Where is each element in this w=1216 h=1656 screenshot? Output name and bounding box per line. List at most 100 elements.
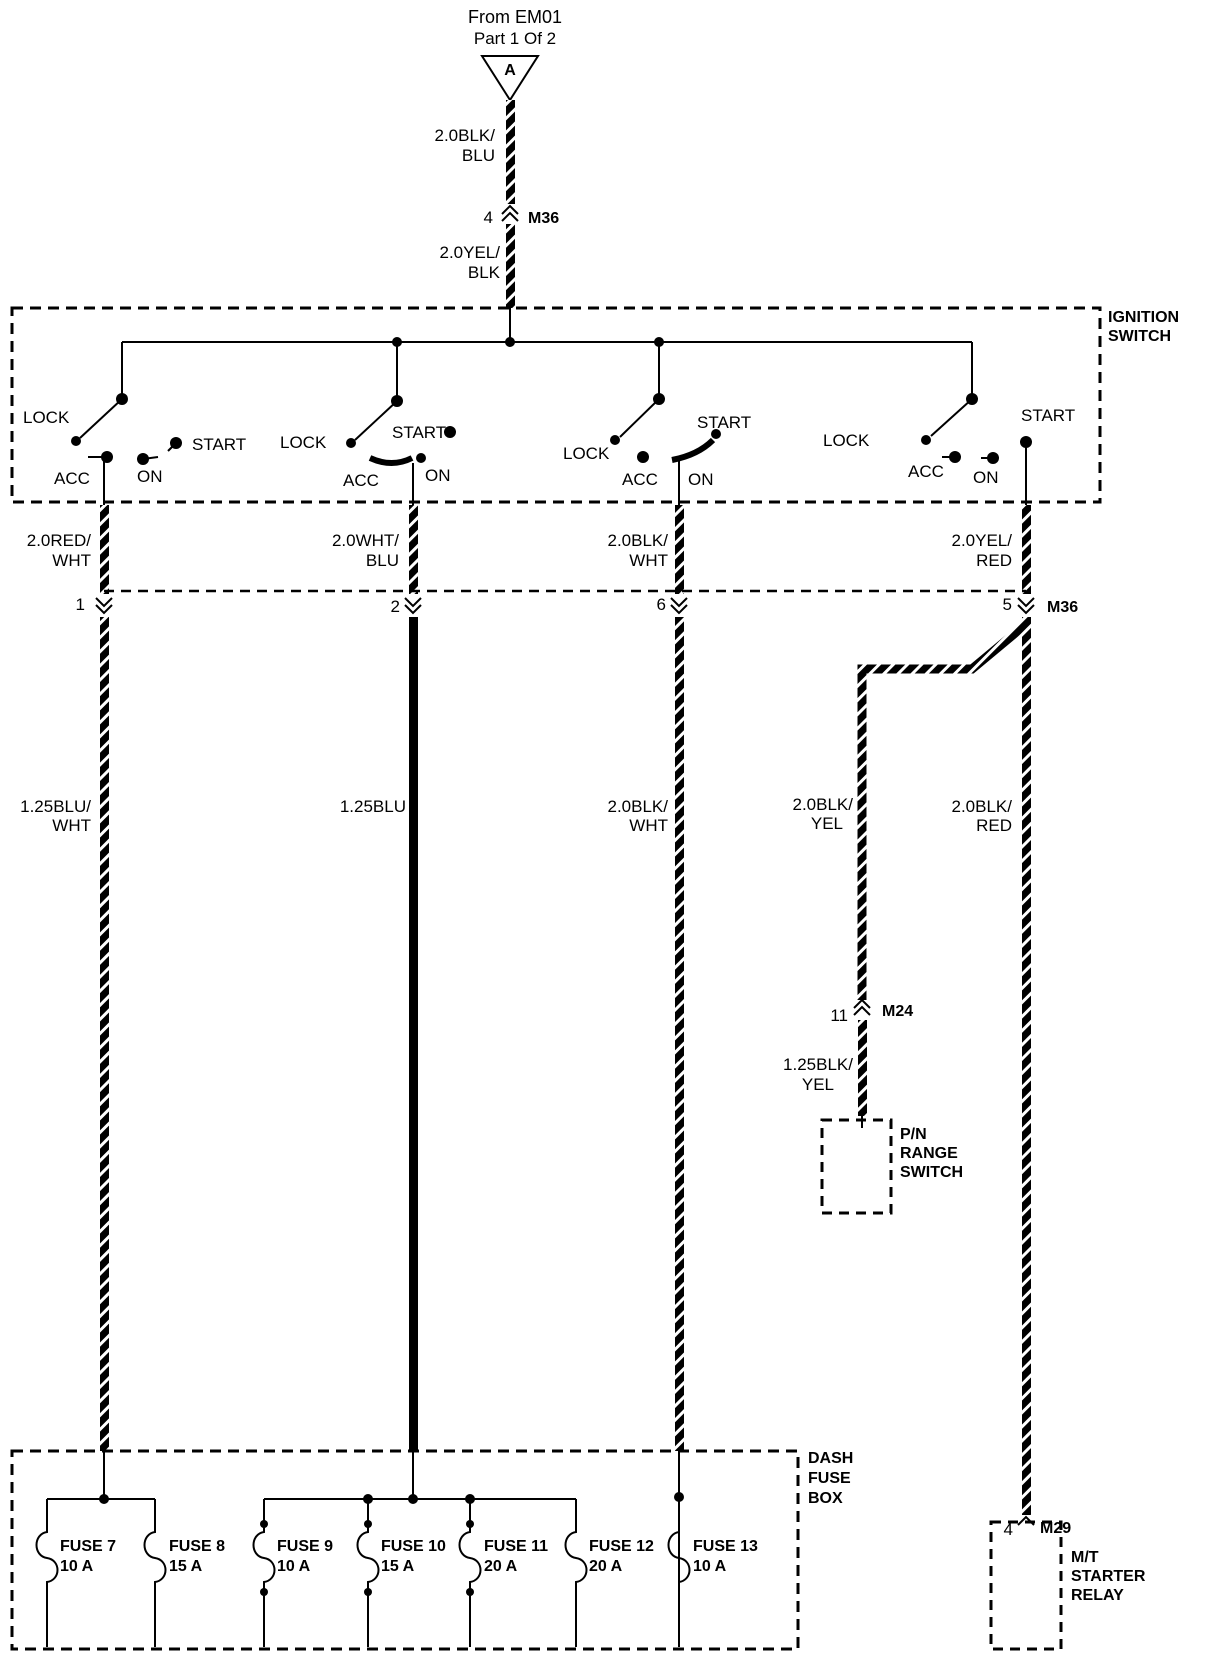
m36-chevrons bbox=[95, 597, 1035, 615]
fuse-terminal bbox=[260, 1520, 268, 1528]
top-wire-label-1b: BLU bbox=[462, 146, 495, 165]
s2-on-label: ON bbox=[425, 466, 451, 485]
ignition-switch-title-1: IGNITION bbox=[1108, 309, 1179, 326]
out2-pin: 2 bbox=[391, 597, 400, 616]
source-part-label: Part 1 Of 2 bbox=[474, 29, 556, 48]
s3-start-label: START bbox=[697, 413, 751, 432]
pn-upper-a: 2.0BLK/ bbox=[793, 795, 854, 814]
fuse-element bbox=[143, 1499, 167, 1647]
fuse-12-name: FUSE 12 bbox=[589, 1538, 654, 1555]
fuse-element bbox=[458, 1499, 482, 1647]
s2-start-label: START bbox=[392, 423, 446, 442]
switch-section-2 bbox=[346, 395, 456, 505]
m24-chevron-2 bbox=[853, 1005, 871, 1016]
top-wire-label-2b: BLK bbox=[468, 263, 501, 282]
fuse-11-name: FUSE 11 bbox=[484, 1538, 548, 1555]
fuse-10-rating: 15 A bbox=[381, 1558, 415, 1575]
relay-label-2: STARTER bbox=[1071, 1568, 1146, 1585]
dash-fuse-box bbox=[10, 1449, 800, 1651]
out4-lower-b: RED bbox=[976, 816, 1012, 835]
fuse-junction bbox=[674, 1492, 684, 1502]
top-wire-pin: 4 bbox=[484, 208, 493, 227]
pn-range-switch-box bbox=[820, 1118, 893, 1215]
pn-connector: M24 bbox=[882, 1003, 913, 1020]
fuse-element bbox=[667, 1499, 691, 1647]
m24-chevron-1 bbox=[853, 998, 871, 1009]
fuse-bus-lines bbox=[47, 1498, 680, 1647]
s1-acc-label: ACC bbox=[54, 469, 90, 488]
out4-lower-a: 2.0BLK/ bbox=[952, 797, 1013, 816]
out3-upper-a: 2.0BLK/ bbox=[608, 531, 669, 550]
out3-pin: 6 bbox=[657, 595, 666, 614]
s4-start-label: START bbox=[1021, 406, 1075, 425]
fuse-element bbox=[35, 1499, 59, 1647]
out3-lower-b: WHT bbox=[629, 816, 668, 835]
out2-upper-a: 2.0WHT/ bbox=[332, 531, 399, 550]
out1-lower-a: 1.25BLU/ bbox=[20, 797, 91, 816]
pn-switch-label-3: SWITCH bbox=[900, 1164, 963, 1181]
fuse-symbols bbox=[35, 1499, 691, 1647]
fuse-terminal bbox=[364, 1520, 372, 1528]
fuse-terminal bbox=[466, 1520, 474, 1528]
fuse-9-rating: 10 A bbox=[277, 1558, 311, 1575]
starter-relay-box bbox=[989, 1520, 1063, 1651]
switch-section-3 bbox=[610, 393, 721, 505]
fuse-junction bbox=[99, 1494, 109, 1504]
pn-switch-label-1: P/N bbox=[900, 1126, 927, 1143]
out3-upper-b: WHT bbox=[629, 551, 668, 570]
connector-a-triangle bbox=[480, 55, 540, 102]
fuse-10-name: FUSE 10 bbox=[381, 1538, 446, 1555]
fuse-box-title-2: FUSE bbox=[808, 1470, 851, 1487]
top-wire-label-2a: 2.0YEL/ bbox=[440, 243, 501, 262]
connector-a-letter: A bbox=[504, 62, 516, 79]
pn-switch-label-2: RANGE bbox=[900, 1145, 958, 1162]
bus-junction bbox=[505, 337, 515, 347]
fuse-7-rating: 10 A bbox=[60, 1558, 94, 1575]
pn-pin: 11 bbox=[830, 1006, 848, 1025]
fuse-box-title-3: BOX bbox=[808, 1490, 843, 1507]
fuse-box-title-1: DASH bbox=[808, 1450, 853, 1467]
out4-connector: M36 bbox=[1047, 599, 1078, 616]
m36-top-chevron-1 bbox=[501, 204, 519, 215]
fuse-13-rating: 10 A bbox=[693, 1558, 727, 1575]
fuse-11-rating: 20 A bbox=[484, 1558, 518, 1575]
bus-junction bbox=[392, 337, 402, 347]
s4-on-label: ON bbox=[973, 468, 999, 487]
top-wire-label-1a: 2.0BLK/ bbox=[435, 126, 496, 145]
bus-junction bbox=[654, 337, 664, 347]
s3-lock-label: LOCK bbox=[563, 444, 610, 463]
fuse-element bbox=[356, 1499, 380, 1647]
fuse-terminal bbox=[466, 1588, 474, 1596]
relay-label-3: RELAY bbox=[1071, 1587, 1124, 1604]
s2-acc-label: ACC bbox=[343, 471, 379, 490]
out1-pin: 1 bbox=[76, 595, 85, 614]
out1-lower-b: WHT bbox=[52, 816, 91, 835]
relay-connector: M29 bbox=[1040, 1520, 1071, 1537]
ignition-switch-box bbox=[10, 306, 1102, 504]
s2-lock-label: LOCK bbox=[280, 433, 327, 452]
fuse-terminal bbox=[364, 1588, 372, 1596]
source-from-label: From EM01 bbox=[468, 7, 562, 27]
out4-pin: 5 bbox=[1003, 595, 1012, 614]
out2-lower-a: 1.25BLU bbox=[340, 797, 406, 816]
s1-lock-label: LOCK bbox=[23, 408, 70, 427]
switch-section-1 bbox=[71, 393, 182, 505]
fuse-7-name: FUSE 7 bbox=[60, 1538, 116, 1555]
out1-upper-b: WHT bbox=[52, 551, 91, 570]
s1-on-label: ON bbox=[137, 467, 163, 486]
out1-upper-a: 2.0RED/ bbox=[27, 531, 92, 550]
pn-lower-b: YEL bbox=[802, 1075, 834, 1094]
pn-lower-a: 1.25BLK/ bbox=[783, 1055, 853, 1074]
switch-section-4 bbox=[921, 393, 1032, 505]
s3-on-label: ON bbox=[688, 470, 714, 489]
fuse-element bbox=[564, 1499, 588, 1647]
s4-acc-label: ACC bbox=[908, 462, 944, 481]
relay-pin: 4 bbox=[1004, 1520, 1013, 1539]
top-wire-connector: M36 bbox=[528, 210, 559, 227]
output-wires-lower bbox=[100, 617, 1031, 1515]
fuse-8-rating: 15 A bbox=[169, 1558, 203, 1575]
out4-upper-a: 2.0YEL/ bbox=[952, 531, 1013, 550]
fuse-12-rating: 20 A bbox=[589, 1558, 623, 1575]
